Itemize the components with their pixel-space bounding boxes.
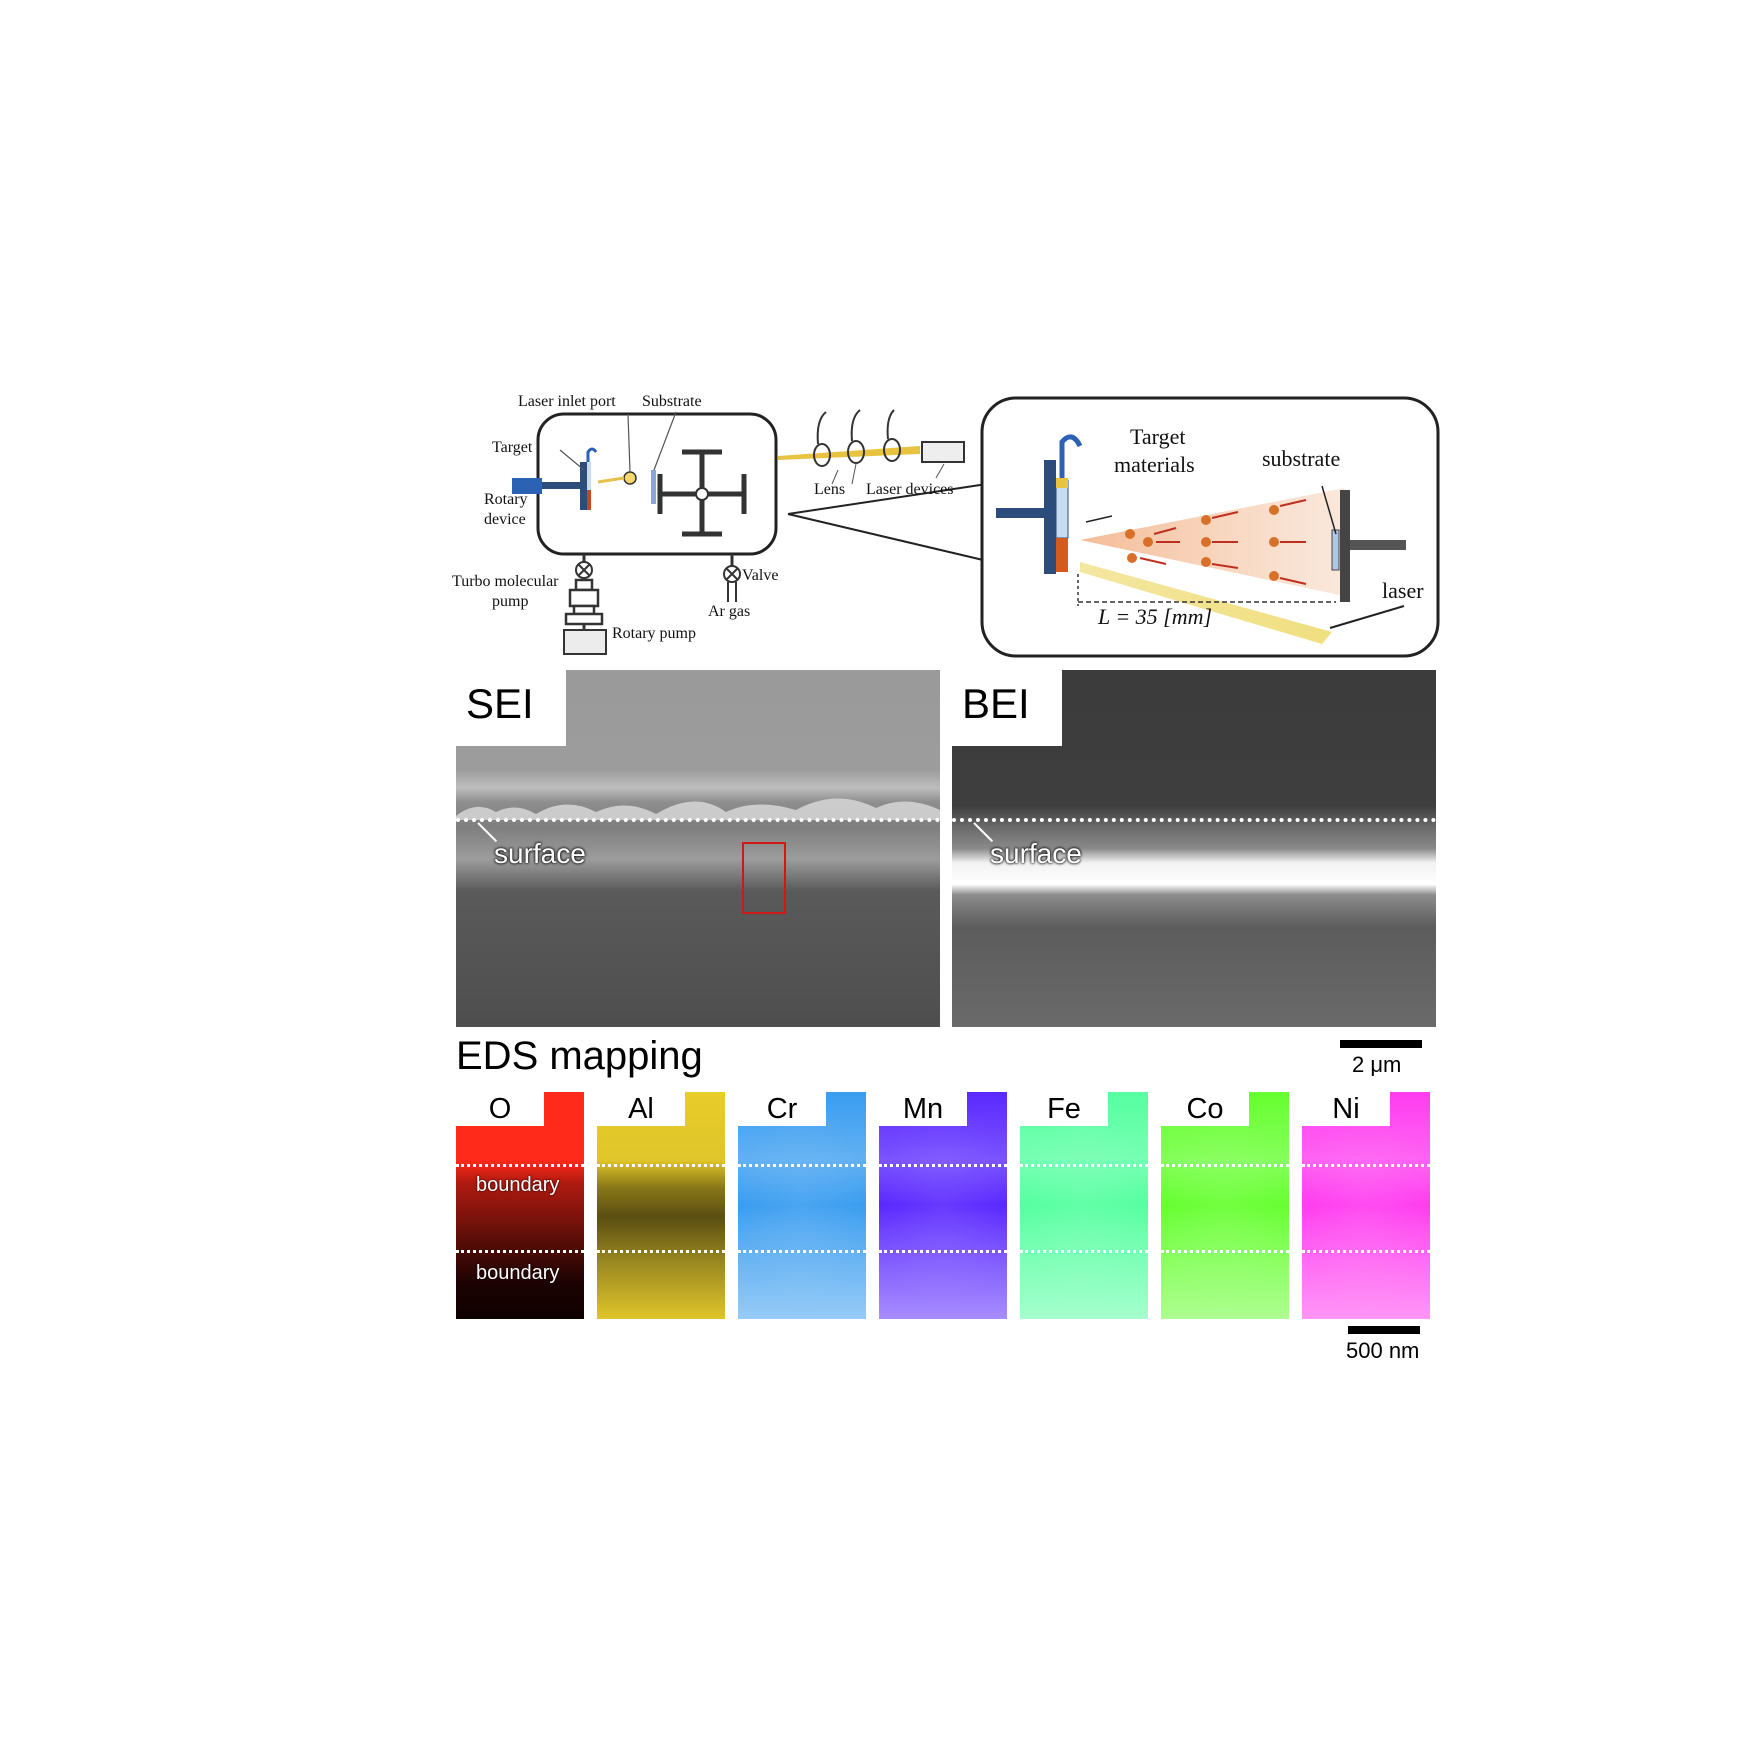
label-laser-devices: Laser devices <box>866 481 954 498</box>
label-ar-gas: Ar gas <box>708 603 750 620</box>
label-laser-inlet-port: Laser inlet port <box>518 393 616 410</box>
eds-scale-bar <box>1348 1326 1420 1334</box>
eds-boundary-line <box>1302 1164 1430 1167</box>
label-turbo-pump-1: Turbo molecular <box>452 573 559 590</box>
eds-boundary-line <box>1020 1250 1148 1253</box>
eds-map-al: Al <box>597 1092 725 1319</box>
label-rotary-device-1: Rotary <box>484 491 528 508</box>
eds-boundary-line <box>738 1250 866 1253</box>
eds-boundary-line <box>879 1250 1007 1253</box>
bei-surface-label: surface <box>990 838 1082 870</box>
inset-label-laser: laser <box>1382 578 1424 603</box>
rotary-pump-icon <box>564 630 606 654</box>
eds-region-box <box>742 842 786 914</box>
eds-element-label: Al <box>597 1092 685 1126</box>
turbo-molecular-pump-icon <box>566 580 602 624</box>
label-substrate: Substrate <box>642 393 702 410</box>
eds-boundary-line <box>456 1164 584 1167</box>
laser-device-icon <box>922 442 964 462</box>
inset-label-target-materials-1: Target <box>1130 424 1185 449</box>
eds-map-cr: Cr <box>738 1092 866 1319</box>
eds-map-mn: Mn <box>879 1092 1007 1319</box>
laser-inlet-port-icon <box>624 472 636 484</box>
sem-scale-label: 2 μm <box>1352 1052 1401 1078</box>
label-rotary-device-2: device <box>484 511 526 528</box>
label-valve: Valve <box>742 567 778 584</box>
eds-boundary-line <box>597 1250 725 1253</box>
sei-image: SEI surface <box>456 670 940 1027</box>
bei-label: BEI <box>952 670 1062 746</box>
sem-scale-bar <box>1340 1040 1422 1048</box>
target-material-bottom <box>587 490 591 510</box>
eds-boundary-line <box>738 1164 866 1167</box>
eds-map-fe: Fe <box>1020 1092 1148 1319</box>
eds-boundary-line <box>597 1164 725 1167</box>
eds-map-o: O boundary boundary <box>456 1092 584 1319</box>
target-shaft <box>542 482 582 489</box>
eds-element-label: Fe <box>1020 1092 1108 1126</box>
boundary-label: boundary <box>476 1262 559 1285</box>
eds-boundary-line <box>1020 1164 1148 1167</box>
eds-element-label: O <box>456 1092 544 1126</box>
inset-label-target-materials-2: materials <box>1114 452 1195 477</box>
inset-substrate <box>1332 530 1339 570</box>
eds-map-ni: Ni <box>1302 1092 1430 1319</box>
eds-map-co: Co <box>1161 1092 1289 1319</box>
eds-title: EDS mapping <box>456 1034 703 1079</box>
sei-surface-label: surface <box>494 838 586 870</box>
substrate-icon <box>651 470 656 504</box>
eds-element-label: Cr <box>738 1092 826 1126</box>
eds-boundary-line <box>1161 1250 1289 1253</box>
label-turbo-pump-2: pump <box>492 593 528 610</box>
label-lens: Lens <box>814 481 845 498</box>
eds-element-label: Mn <box>879 1092 967 1126</box>
eds-boundary-line <box>1302 1250 1430 1253</box>
eds-scale-label: 500 nm <box>1346 1338 1419 1364</box>
label-target: Target <box>492 439 533 456</box>
inset-label-distance: L = 35 [mm] <box>1097 604 1212 629</box>
eds-boundary-line <box>879 1164 1007 1167</box>
bei-image: BEI surface <box>952 670 1436 1027</box>
inset-label-substrate: substrate <box>1262 446 1340 471</box>
eds-boundary-line <box>456 1250 584 1253</box>
label-rotary-pump: Rotary pump <box>612 625 696 642</box>
eds-element-label: Ni <box>1302 1092 1390 1126</box>
eds-boundary-line <box>1161 1164 1289 1167</box>
bei-surface-line <box>952 818 1436 822</box>
eds-element-label: Co <box>1161 1092 1249 1126</box>
sei-label: SEI <box>456 670 566 746</box>
target-material <box>587 462 591 490</box>
pld-setup-schematic: Laser inlet port Substrate Target Rotary… <box>0 0 1754 680</box>
sei-surface-line <box>456 818 940 822</box>
boundary-label: boundary <box>476 1174 559 1197</box>
